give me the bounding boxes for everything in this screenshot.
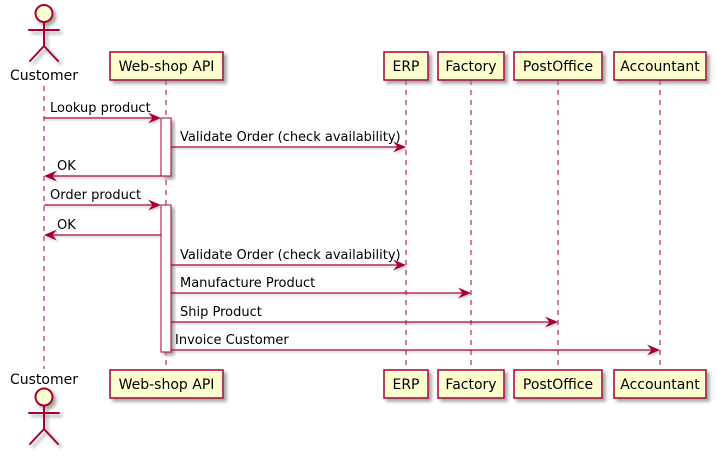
message-label: Ship Product	[180, 305, 262, 320]
participant-label: ERP	[392, 59, 419, 75]
activation-bar-1	[160, 117, 172, 177]
participant-bottom-postoffice: PostOffice	[513, 369, 603, 399]
participant-top-factory: Factory	[437, 51, 505, 81]
actor-label: Customer	[10, 68, 78, 84]
participant-label: Web-shop API	[119, 377, 215, 393]
arrowhead-right-icon	[647, 344, 660, 356]
message-label: OK	[57, 218, 76, 233]
message-label: Manufacture Product	[180, 276, 315, 291]
actor-head	[34, 4, 54, 23]
participant-label: Web-shop API	[119, 59, 215, 75]
participant-bottom-erp: ERP	[383, 369, 429, 399]
participant-top-postoffice: PostOffice	[513, 51, 603, 81]
participant-box	[437, 51, 505, 81]
actor-leg-left	[29, 45, 45, 62]
participant-bottom-accountant: Accountant	[613, 369, 707, 399]
message-ok-1: OK	[44, 159, 161, 182]
participants-bottom: Web-shop API ERP Factory PostOffice Acco…	[109, 369, 707, 399]
message-order-product: Order product	[44, 188, 161, 211]
message-manufacture-product: Manufacture Product	[171, 276, 471, 299]
actor-customer-bottom: Customer	[10, 372, 78, 445]
participant-box	[613, 51, 707, 81]
participants-top: Web-shop API ERP Factory PostOffice Acco…	[109, 51, 707, 81]
actor-leg-right	[43, 428, 59, 445]
participant-box	[383, 51, 429, 81]
arrowhead-right-icon	[458, 287, 471, 299]
participant-label: Factory	[445, 59, 496, 75]
message-validate-order-1: Validate Order (check availability)	[171, 130, 406, 153]
lifelines	[43, 80, 661, 370]
actor-label: Customer	[10, 372, 78, 388]
arrowhead-left-icon	[44, 170, 57, 182]
actor-leg-left	[29, 428, 45, 445]
participant-label: PostOffice	[523, 377, 593, 393]
participant-bottom-webshop: Web-shop API	[109, 369, 224, 399]
message-label: Lookup product	[50, 101, 151, 116]
participant-box	[109, 369, 224, 399]
participant-label: PostOffice	[523, 59, 593, 75]
message-ship-product: Ship Product	[171, 305, 558, 328]
message-label: Order product	[50, 188, 141, 203]
arrowhead-right-icon	[545, 316, 558, 328]
message-label: Validate Order (check availability)	[180, 248, 401, 263]
arrowhead-right-icon	[148, 112, 161, 124]
actor-customer-top: Customer	[10, 4, 78, 84]
participant-box	[383, 369, 429, 399]
participant-box	[109, 51, 224, 81]
message-label: Invoice Customer	[175, 333, 289, 348]
actor-head	[34, 387, 54, 407]
participant-box	[513, 369, 603, 399]
participant-label: Accountant	[620, 377, 700, 393]
arrowhead-right-icon	[148, 199, 161, 211]
activation-bars	[160, 117, 172, 353]
participant-label: Accountant	[620, 59, 700, 75]
message-validate-order-2: Validate Order (check availability)	[171, 248, 406, 271]
actor-leg-right	[43, 45, 59, 62]
activation-bar-2	[160, 204, 172, 353]
participant-top-accountant: Accountant	[613, 51, 707, 81]
participant-box	[613, 369, 707, 399]
arrowhead-right-icon	[393, 259, 406, 271]
message-label: OK	[57, 159, 76, 174]
message-label: Validate Order (check availability)	[180, 130, 401, 145]
message-invoice-customer: Invoice Customer	[171, 333, 660, 356]
messages: Lookup product Validate Order (check ava…	[44, 101, 660, 356]
participant-top-erp: ERP	[383, 51, 429, 81]
participant-box	[437, 369, 505, 399]
participant-bottom-factory: Factory	[437, 369, 505, 399]
participant-top-webshop: Web-shop API	[109, 51, 224, 81]
participant-label: Factory	[445, 377, 496, 393]
message-lookup-product: Lookup product	[44, 101, 161, 124]
arrowhead-right-icon	[393, 141, 406, 153]
arrowhead-left-icon	[44, 229, 57, 241]
participant-label: ERP	[392, 377, 419, 393]
message-ok-2: OK	[44, 218, 161, 241]
participant-box	[513, 51, 603, 81]
